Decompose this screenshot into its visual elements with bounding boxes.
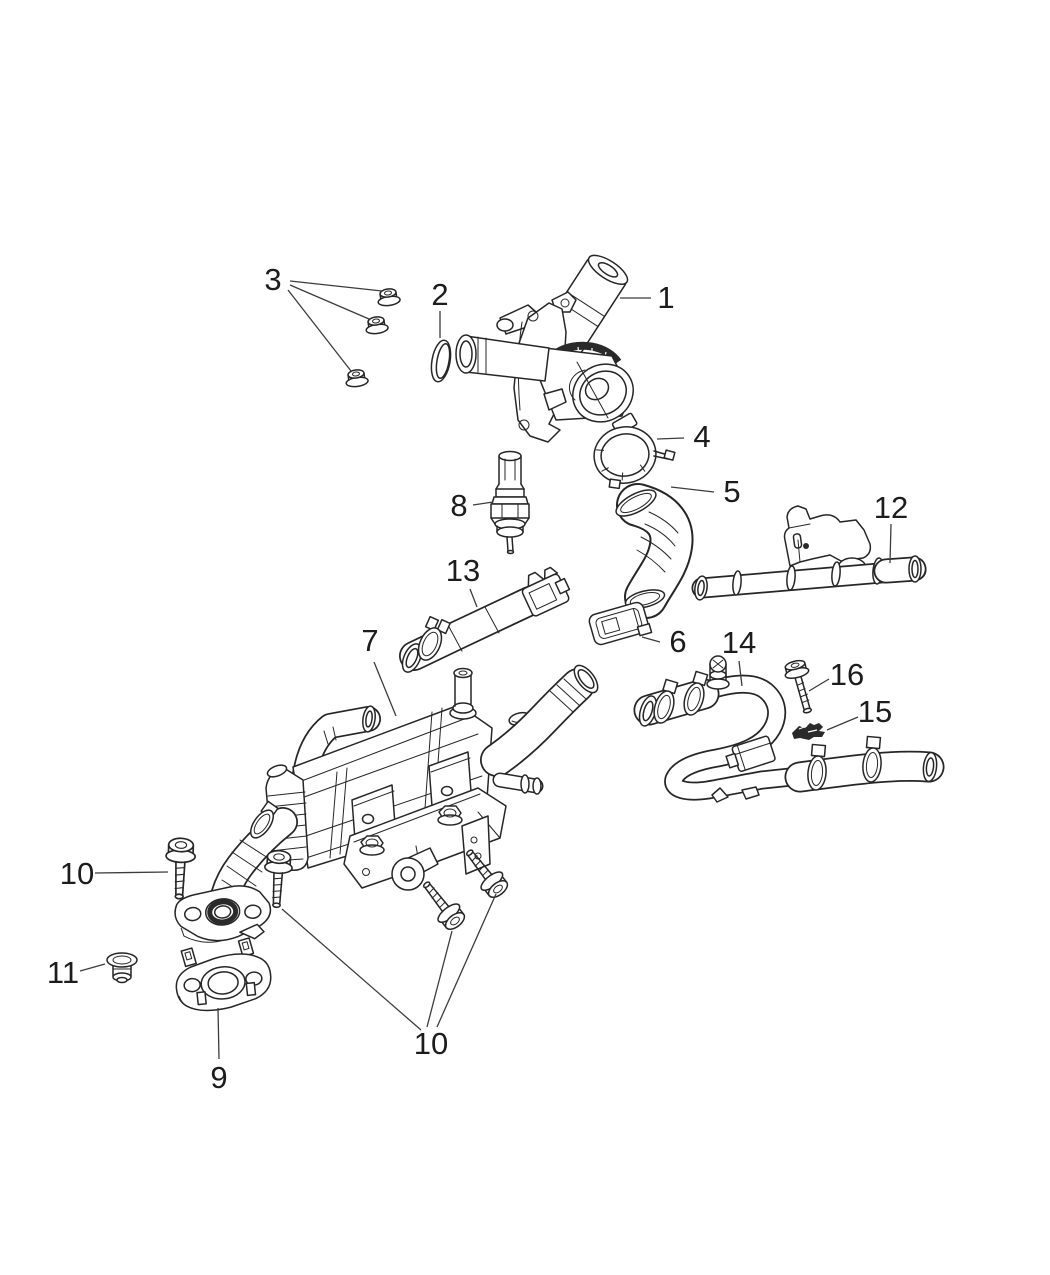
callout-13: 13 <box>446 553 480 588</box>
egr-cooler-part7 <box>174 664 599 943</box>
callout-16: 16 <box>830 657 864 692</box>
clamp-part4 <box>593 412 676 490</box>
egr-valve-part1 <box>455 254 634 443</box>
o-ring-part2 <box>430 339 452 383</box>
hose-clamp <box>653 678 679 724</box>
callout-labels: 1 2 3 4 5 6 7 8 9 10 10 11 12 13 14 15 1… <box>47 262 908 1095</box>
supply-hose-part13 <box>399 566 571 673</box>
callout-15: 15 <box>858 694 892 729</box>
callout-11: 11 <box>47 955 79 990</box>
callout-1: 1 <box>657 280 674 315</box>
callout-10a: 10 <box>60 856 94 891</box>
callout-8: 8 <box>450 488 467 523</box>
callout-3: 3 <box>264 262 281 297</box>
callout-9: 9 <box>210 1060 227 1095</box>
leader-lines <box>79 280 892 1060</box>
callout-5: 5 <box>723 474 740 509</box>
tube-junction-bracket <box>725 735 776 772</box>
hose-clamp <box>417 615 451 661</box>
hose-clamp <box>862 735 882 783</box>
elbow-hose-part5 <box>615 483 694 619</box>
callout-2: 2 <box>431 277 448 312</box>
cooler-base-bracket <box>343 787 507 891</box>
callout-14: 14 <box>722 625 756 660</box>
callout-12: 12 <box>874 490 908 525</box>
callout-6: 6 <box>669 624 686 659</box>
gasket-part9 <box>175 937 272 1012</box>
coolant-tube-part12 <box>691 505 927 601</box>
callout-4: 4 <box>693 419 710 454</box>
retainer-clip-part15 <box>792 723 825 740</box>
connector-part6 <box>588 601 653 646</box>
callout-7: 7 <box>361 623 378 658</box>
hose-clamp <box>683 670 709 716</box>
hose-clamp <box>807 743 827 791</box>
nuts-part3 <box>345 288 401 388</box>
tube-port-fitting <box>706 655 730 690</box>
callout-10b: 10 <box>414 1026 448 1061</box>
sensor-part8 <box>490 450 530 555</box>
cooler-outlet-flange <box>174 885 272 943</box>
quick-connector <box>521 566 571 617</box>
plug-part11 <box>106 952 138 984</box>
bolt-part16 <box>784 659 813 714</box>
bolts-part10 <box>165 837 509 931</box>
heater-tube-assembly-part14 <box>633 655 945 803</box>
